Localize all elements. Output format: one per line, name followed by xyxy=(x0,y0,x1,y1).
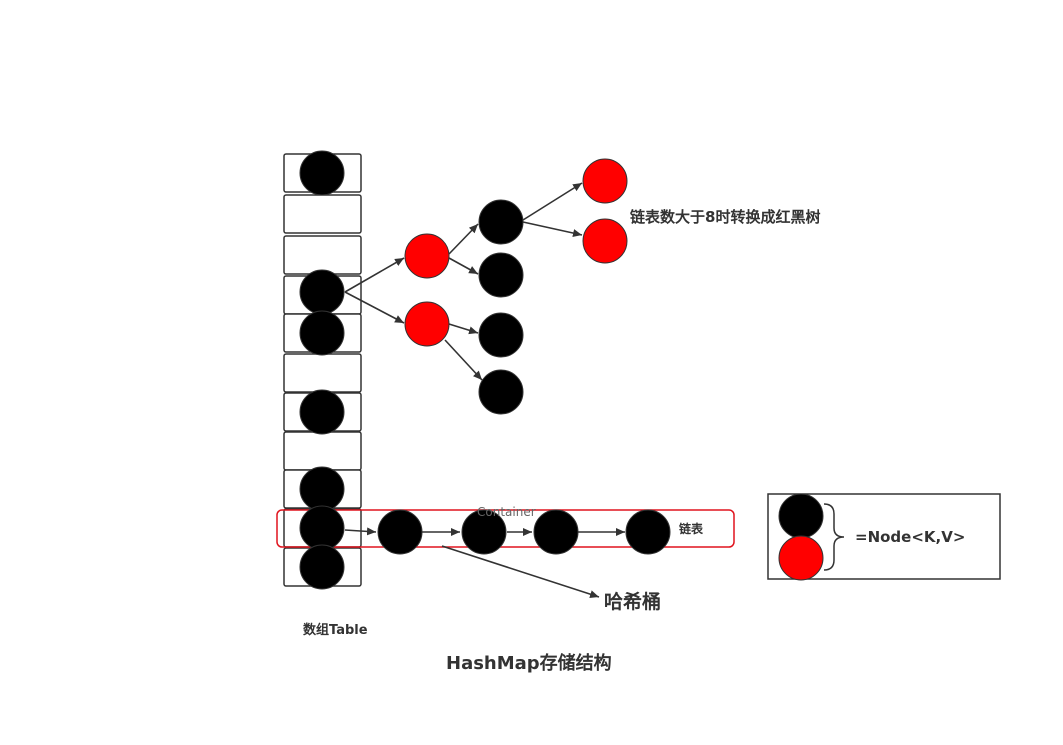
arrow-black-to-red-lower xyxy=(522,221,583,237)
arrow-red-bottom-to-black-lower xyxy=(444,339,483,381)
black-node xyxy=(533,509,579,555)
legend xyxy=(767,493,1001,581)
linked-list-frame xyxy=(276,509,735,548)
red-node xyxy=(582,158,628,204)
list-nodes xyxy=(377,509,671,555)
legend-brace xyxy=(823,503,845,571)
tree-conversion-note: 链表数大于8时转换成红黑树 xyxy=(630,208,821,226)
tree-nodes xyxy=(404,158,628,415)
array-slot xyxy=(283,235,362,275)
black-node xyxy=(299,466,345,512)
linked-list-label: 链表 xyxy=(679,522,704,536)
black-node xyxy=(461,509,507,555)
black-node xyxy=(625,509,671,555)
black-node xyxy=(377,509,423,555)
black-node xyxy=(299,150,345,196)
black-node xyxy=(299,310,345,356)
arrow-to-bucket xyxy=(441,545,600,599)
arrow-red-top-to-black-upper xyxy=(448,223,479,255)
array-slot xyxy=(283,353,362,393)
legend-node-label: =Node<K,V> xyxy=(855,528,966,546)
arrow-black-to-red-upper xyxy=(522,182,583,221)
arrow-list-1 xyxy=(344,527,377,536)
red-node xyxy=(404,301,450,347)
arrow-root-to-red-top xyxy=(344,257,405,293)
hash-bucket-label: 哈希桶 xyxy=(604,591,662,613)
red-node xyxy=(404,233,450,279)
black-node xyxy=(299,269,345,315)
arrow-red-bottom-to-black-upper xyxy=(448,323,479,335)
array-nodes xyxy=(299,150,345,590)
container-label: Container xyxy=(477,505,536,519)
legend-black-node xyxy=(778,493,824,539)
black-node xyxy=(299,389,345,435)
array-table-label: 数组Table xyxy=(303,623,368,638)
array-slot xyxy=(283,431,362,471)
black-node xyxy=(478,199,524,245)
legend-red-node xyxy=(778,535,824,581)
arrows xyxy=(344,182,625,599)
array-slot xyxy=(283,194,362,234)
arrow-root-to-red-bottom xyxy=(344,291,405,324)
arrow-red-top-to-black-lower xyxy=(448,257,479,275)
black-node xyxy=(299,544,345,590)
black-node xyxy=(478,369,524,415)
diagram-title: HashMap存储结构 xyxy=(446,653,612,674)
black-node xyxy=(478,312,524,358)
red-node xyxy=(582,218,628,264)
black-node xyxy=(299,505,345,551)
black-node xyxy=(478,252,524,298)
